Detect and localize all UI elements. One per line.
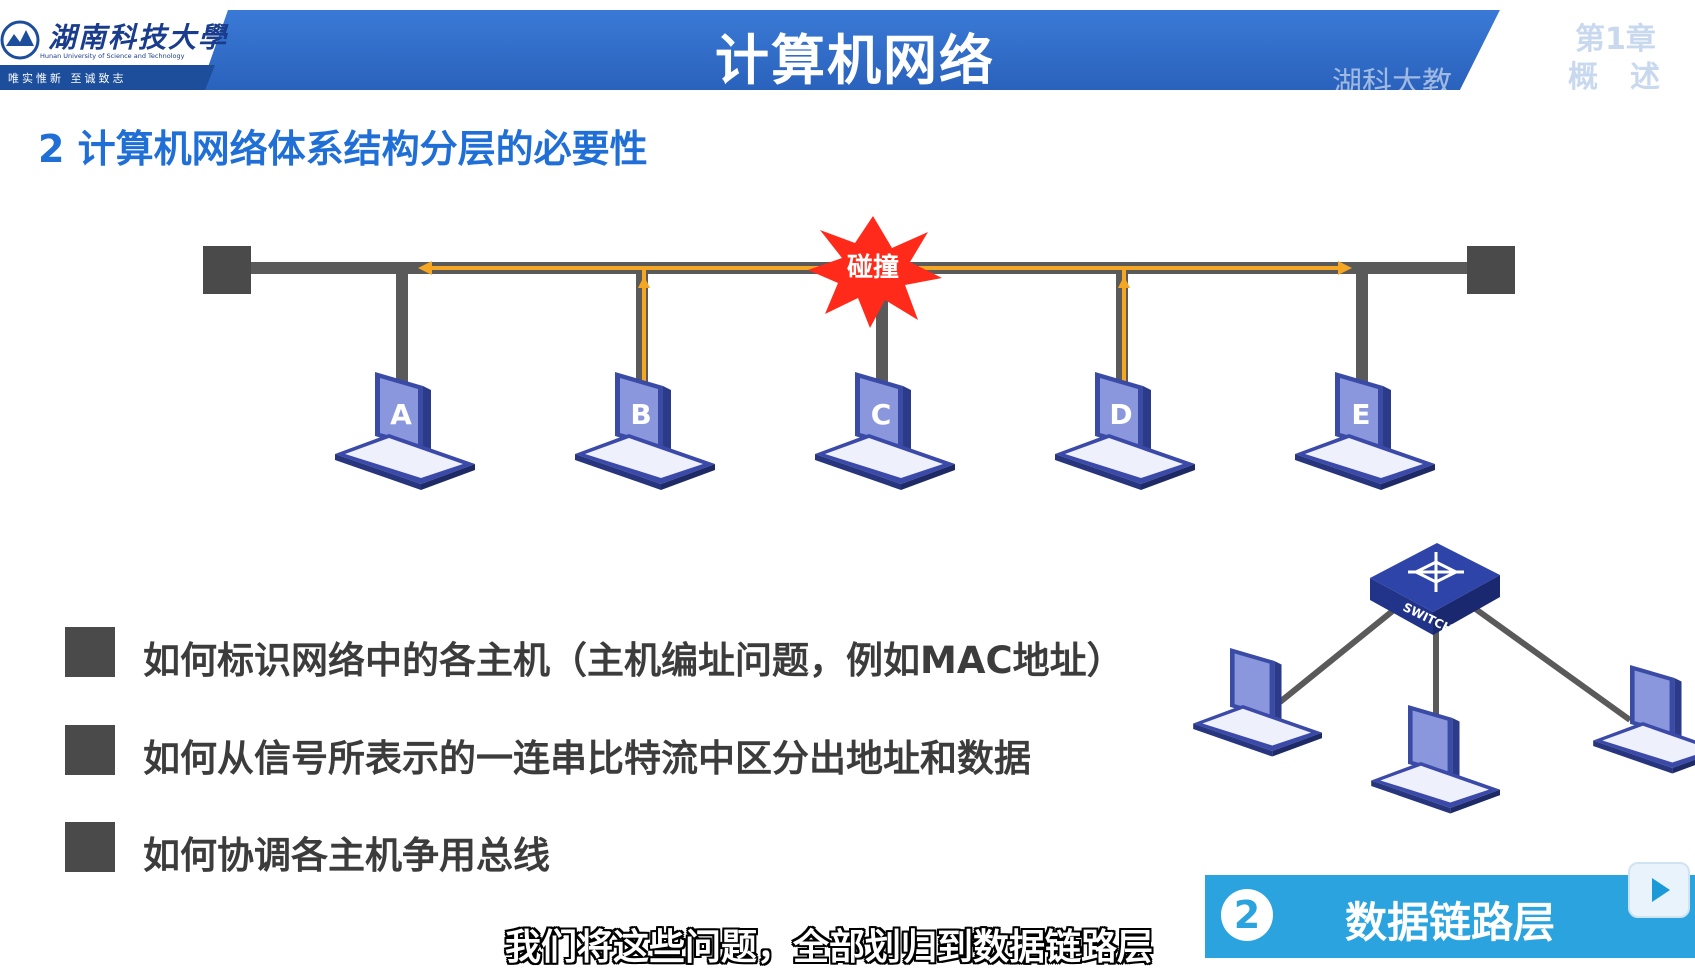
laptop-e-icon[interactable]: E — [1295, 372, 1435, 490]
laptop-a-icon[interactable]: A — [335, 372, 475, 490]
collision-burst-icon — [808, 216, 942, 328]
bullet-text: 如何协调各主机争用总线 — [143, 834, 550, 877]
bullet-square-icon — [65, 822, 115, 872]
chapter-name: 概述 — [1568, 60, 1692, 95]
host-label-c: C — [871, 398, 892, 431]
section-title: 2 计算机网络体系结构分层的必要性 — [38, 127, 648, 171]
laptop-c-icon[interactable]: C — [815, 372, 955, 490]
university-emblem-icon — [0, 20, 40, 60]
bullet-square-icon — [65, 725, 115, 775]
chapter-number: 第1章 — [1575, 22, 1656, 57]
bullet-text: 如何标识网络中的各主机（主机编址问题，例如MAC地址） — [143, 639, 1124, 682]
host-label-b: B — [630, 398, 651, 431]
watermark-text: 湖科大教 — [1332, 66, 1452, 101]
laptop-d-icon[interactable]: D — [1055, 372, 1195, 490]
bus-terminator-left — [203, 246, 251, 294]
data-link-layer-banner: 2 数据链路层 — [1205, 875, 1695, 958]
host-label-e: E — [1351, 398, 1370, 431]
play-button[interactable] — [1628, 862, 1690, 918]
collision-label: 碰撞 — [847, 253, 899, 283]
banner-number: 2 — [1221, 889, 1273, 941]
header-bar — [200, 10, 1695, 90]
video-subtitle: 我们将这些问题，全部划归到数据链路层 — [505, 927, 1154, 968]
bullet-square-icon — [65, 627, 115, 677]
play-icon — [1652, 878, 1670, 902]
switch-laptop-right-icon[interactable] — [1593, 665, 1695, 774]
university-name: 湖南科技大學 — [48, 21, 229, 54]
bus-terminator-right — [1467, 246, 1515, 294]
switch-icon[interactable]: SWITCH — [1370, 543, 1500, 636]
university-english-name: Hunan University of Science and Technolo… — [40, 52, 185, 60]
switch-laptop-middle-icon[interactable] — [1371, 705, 1500, 814]
banner-label: 数据链路层 — [1345, 898, 1556, 947]
switch-laptop-left-icon[interactable] — [1193, 648, 1322, 757]
switch-network-diagram: SWITCH — [1193, 543, 1695, 814]
host-label-a: A — [390, 398, 412, 431]
bullet-text: 如何从信号所表示的一连串比特流中区分出地址和数据 — [143, 737, 1031, 780]
university-logo-block — [0, 10, 228, 90]
course-title: 计算机网络 — [715, 29, 995, 92]
host-label-d: D — [1109, 398, 1132, 431]
laptop-b-icon[interactable]: B — [575, 372, 715, 490]
university-motto: 唯实惟新 至诚致志 — [8, 72, 127, 85]
